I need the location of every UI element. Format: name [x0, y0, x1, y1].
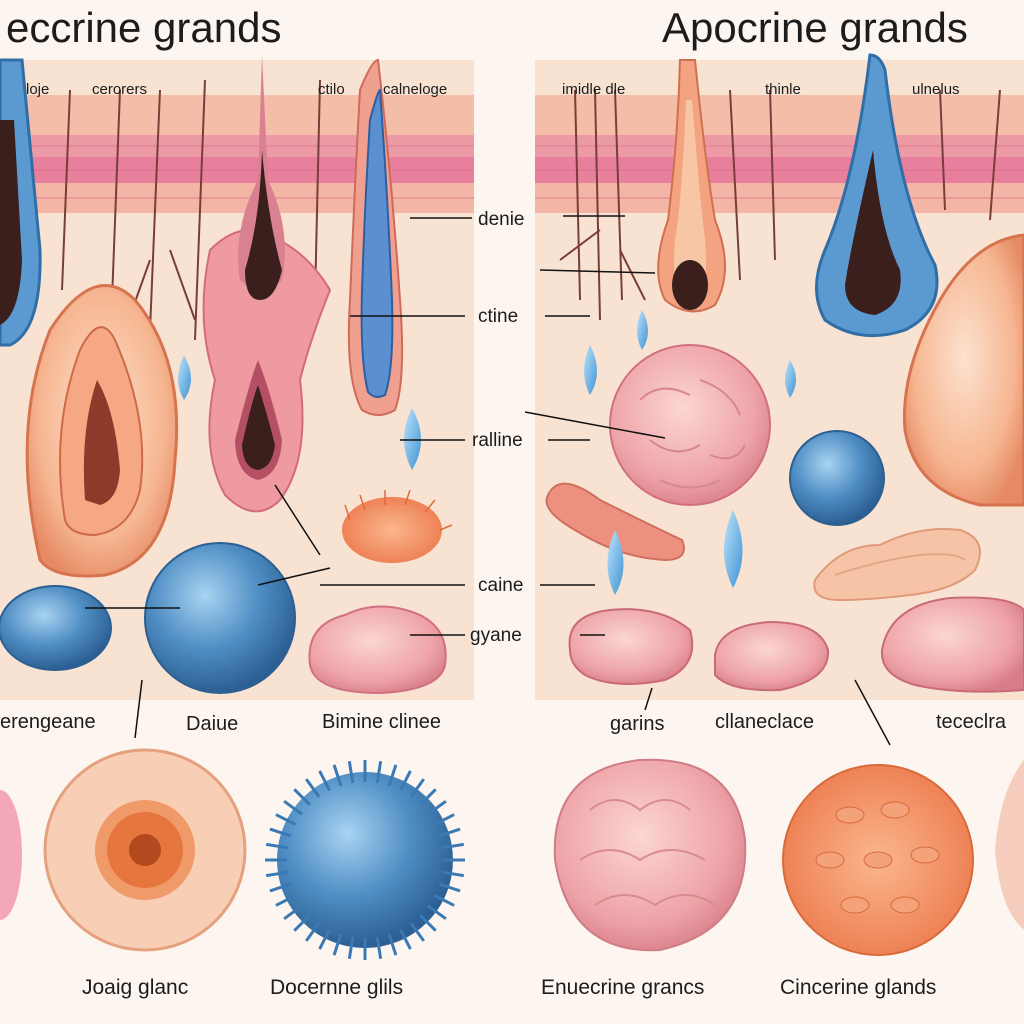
label-erengeane: erengeane	[0, 711, 96, 733]
bottom-right-edge-gland	[995, 760, 1024, 930]
label-garins: garins	[610, 713, 664, 735]
label-docernne-glils: Docernne glils	[270, 976, 403, 999]
label-gyane: gyane	[470, 625, 522, 646]
label-caine: caine	[478, 575, 523, 596]
label-tececlra: tececlra	[936, 711, 1007, 733]
label-denie: denie	[478, 209, 525, 230]
label-daiue: Daiue	[186, 713, 238, 735]
right-blue-follicle	[815, 53, 939, 338]
label-ctilo: ctilo	[318, 81, 345, 98]
left-blue-follicle	[0, 58, 42, 347]
right-fibers	[559, 89, 1001, 321]
left-blue-sphere-large	[144, 542, 296, 694]
right-apocrine-gland	[902, 233, 1024, 507]
right-blue-sphere	[789, 430, 885, 526]
left-skin-layers	[0, 95, 474, 213]
left-eccrine-coil-gland	[25, 284, 179, 578]
left-blue-sphere-small	[0, 585, 112, 671]
bottom-enuecrine-gland	[553, 758, 747, 952]
left-pink-follicle	[202, 55, 332, 513]
left-orange-tuft	[342, 489, 453, 563]
right-skin-layers	[535, 95, 1024, 213]
bottom-docernne-gland	[265, 760, 465, 960]
right-wavy-gland	[813, 528, 981, 602]
leader-lines	[85, 215, 891, 746]
label-calneloge: calneloge	[383, 81, 447, 98]
label-joaig-glanc: Joaig glanc	[82, 976, 188, 999]
right-sweat-drops	[584, 310, 796, 595]
right-title: Apocrine grands	[662, 4, 968, 51]
left-striped-duct	[347, 58, 404, 416]
label-ralline: ralline	[472, 430, 523, 451]
right-hair-shaft	[657, 59, 726, 313]
left-title: eccrine grands	[6, 4, 281, 51]
label-loje: loje	[26, 81, 49, 98]
label-ulnelus: ulnelus	[912, 81, 960, 98]
label-cllaneclace: cllaneclace	[715, 711, 814, 733]
right-elongated-gland	[545, 482, 685, 562]
bottom-cincerine-gland	[782, 764, 974, 956]
label-imidle-dle: imidle dle	[562, 81, 625, 98]
label-cerorers: cerorers	[92, 81, 147, 98]
right-cluster-gland	[609, 344, 771, 506]
label-ctine: ctine	[478, 306, 518, 327]
bottom-joaig-gland	[43, 748, 247, 952]
left-pink-gland	[308, 605, 447, 695]
bottom-pink-edge-gland	[0, 790, 22, 920]
right-pink-glands	[568, 596, 1024, 693]
label-bimine-clinee: Bimine clinee	[322, 711, 441, 733]
left-sweat-drops	[178, 355, 421, 470]
label-thinle: thinle	[765, 81, 801, 98]
label-cincerine-glands: Cincerine glands	[780, 976, 936, 999]
label-enuecrine-grancs: Enuecrine grancs	[541, 976, 704, 999]
